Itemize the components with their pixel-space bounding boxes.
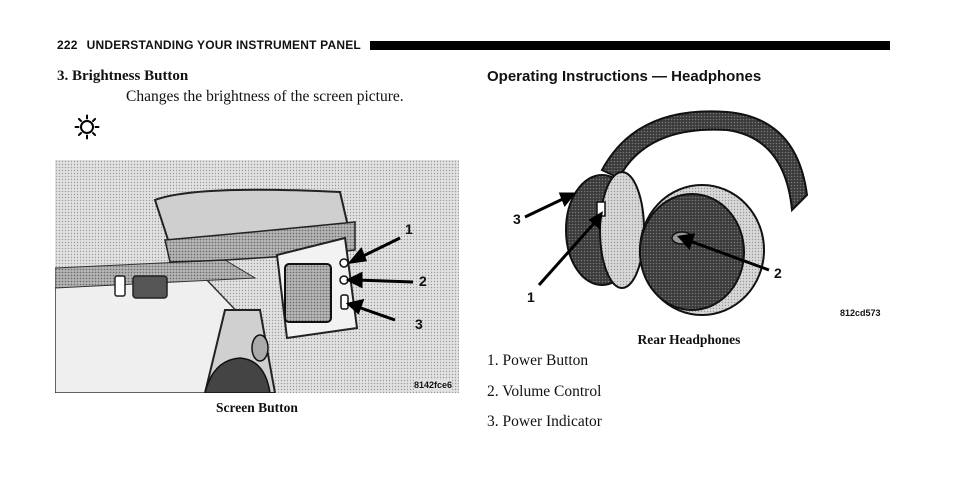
callout-1-left: 1 — [405, 221, 413, 237]
screen-button-caption: Screen Button — [216, 400, 298, 415]
list-item-volume-control: 2. Volume Control — [487, 383, 602, 400]
list-item-power-button: 1. Power Button — [487, 352, 589, 369]
rear-headphones-caption: Rear Headphones — [637, 332, 741, 347]
headphones-illustration — [524, 110, 809, 316]
callout-2-right: 2 — [774, 265, 782, 281]
sun-brightness-icon — [74, 114, 100, 140]
header-rule — [369, 40, 890, 50]
callout-1-right: 1 — [527, 289, 535, 305]
callout-2-left: 2 — [419, 273, 427, 289]
running-header: 222 UNDERSTANDING YOUR INSTRUMENT PANEL — [57, 38, 890, 52]
figure-code-left: 8142fce6 — [414, 380, 453, 390]
brightness-button-description: Changes the brightness of the screen pic… — [126, 88, 404, 105]
page-number: 222 — [57, 38, 78, 52]
brightness-button-title: 3. Brightness Button — [57, 68, 189, 84]
figure-code-right: 812cd573 — [840, 308, 881, 318]
list-item-power-indicator: 3. Power Indicator — [487, 413, 602, 430]
callout-3-right: 3 — [513, 211, 521, 227]
header-title: UNDERSTANDING YOUR INSTRUMENT PANEL — [86, 38, 361, 52]
section-heading: Operating Instructions — Headphones — [487, 68, 762, 85]
callout-3-left: 3 — [415, 316, 423, 332]
screen-button-illustration — [55, 160, 459, 393]
